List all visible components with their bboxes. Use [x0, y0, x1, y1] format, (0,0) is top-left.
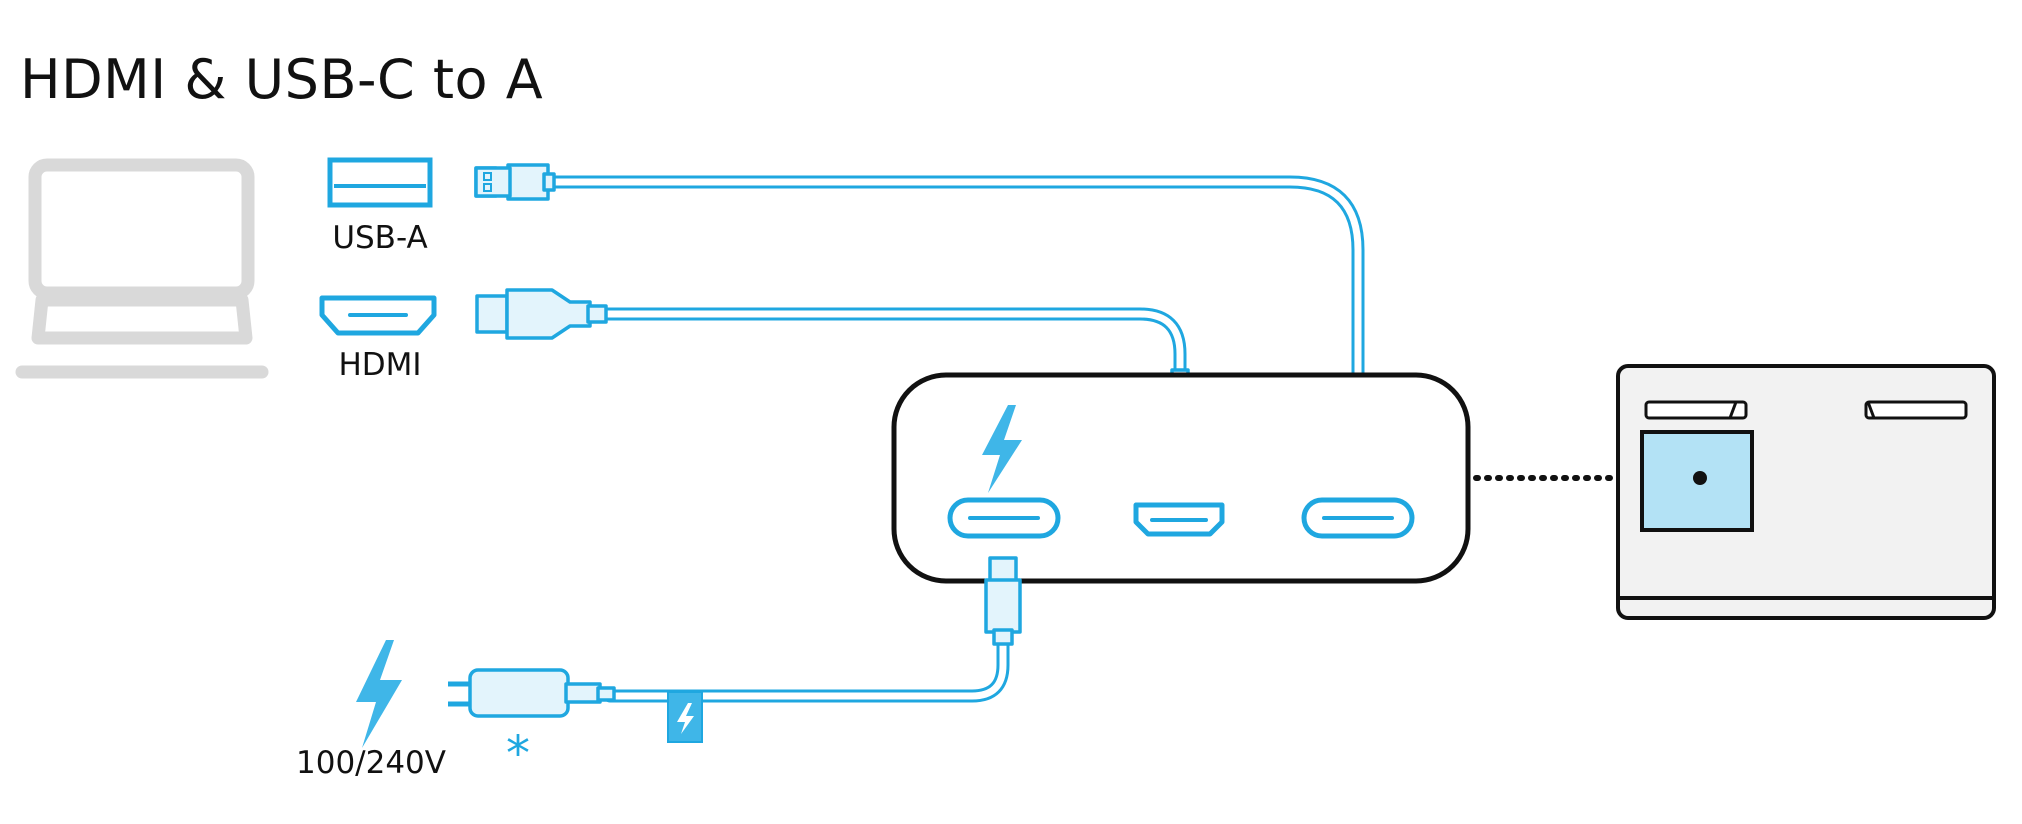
power-lightning-icon	[356, 640, 402, 748]
hub-icon	[891, 372, 1471, 584]
projector-icon	[1616, 364, 1996, 620]
usb-a-port-icon	[327, 157, 433, 208]
power-cable	[448, 556, 1022, 743]
power-label: 100/240V	[296, 745, 446, 781]
laptop-icon	[15, 158, 269, 379]
usb-a-label: USB-A	[332, 220, 427, 256]
hdmi-port-icon	[319, 295, 437, 336]
hdmi-label: HDMI	[338, 347, 421, 383]
diagram-title: HDMI & USB-C to A	[20, 48, 544, 111]
lightning-icon	[982, 405, 1022, 493]
power-plug-icon	[468, 668, 570, 718]
asterisk-note: *	[506, 726, 530, 782]
